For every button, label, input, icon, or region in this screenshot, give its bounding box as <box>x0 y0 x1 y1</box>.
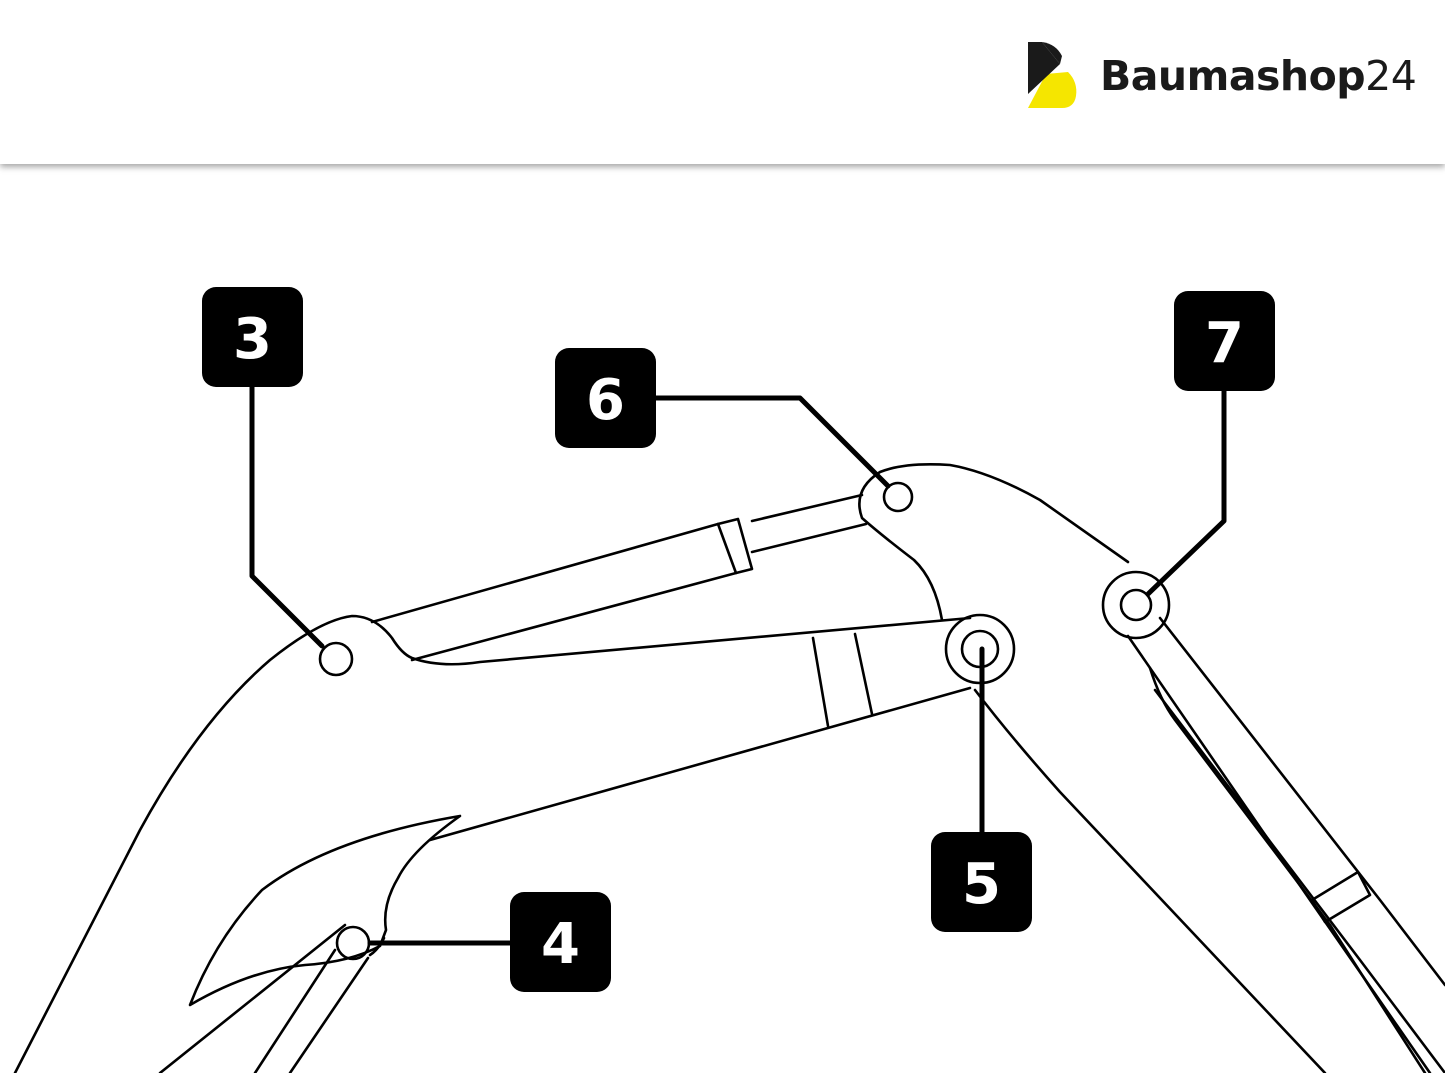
brand-name-number: 24 <box>1365 52 1417 100</box>
callout-5-box <box>931 832 1032 932</box>
boom-cylinder-rod-inner <box>1153 688 1445 1073</box>
header-bar: Baumashop24 <box>0 0 1445 164</box>
stick-outline <box>13 614 972 1073</box>
pivot-3 <box>318 641 354 677</box>
bucket-link-rod-b <box>288 956 370 1073</box>
callout-4-label: 4 <box>541 912 580 977</box>
pivot-4-lug <box>368 936 386 957</box>
stick-cylinder-band-b <box>853 632 874 716</box>
bucket-cylinder-rod-top <box>750 493 864 523</box>
pivot-7-inner <box>1119 588 1153 622</box>
callout-7-box <box>1174 291 1275 391</box>
bucket-cylinder-barrel <box>370 517 754 662</box>
boom-head <box>858 463 1130 622</box>
callout-6: 6 <box>555 348 656 448</box>
callout-7: 7 <box>1174 291 1275 391</box>
leader-line-6 <box>651 395 891 489</box>
bucket-cylinder-collar <box>716 522 738 575</box>
callout-6-box <box>555 348 656 448</box>
boom-cylinder-collar <box>1310 870 1372 924</box>
bucket-cylinder-rod-bottom <box>750 522 868 554</box>
callout-7-label: 7 <box>1205 311 1244 376</box>
stick-lower-edge <box>428 686 972 842</box>
pivot-6 <box>882 481 914 513</box>
callout-5: 5 <box>931 832 1032 932</box>
baumashop-bucket-icon <box>1028 42 1077 108</box>
leader-line-3 <box>249 382 325 649</box>
callout-6-label: 6 <box>586 368 625 433</box>
callout-5-label: 5 <box>962 852 1001 917</box>
callout-3-label: 3 <box>233 307 272 372</box>
leader-line-7 <box>1145 387 1227 597</box>
boom-cylinder-outer <box>1158 616 1445 987</box>
stick-cylinder-band-a <box>811 636 830 728</box>
bucket-hook <box>188 814 462 1007</box>
pivot-7-outer <box>1101 570 1171 640</box>
callout-3-box <box>202 287 303 387</box>
brand-name-bold: Baumashop <box>1100 52 1366 100</box>
callout-4-box <box>510 892 611 992</box>
brand-logo[interactable]: Baumashop24 <box>1022 38 1417 114</box>
pivot-4 <box>335 925 371 961</box>
brand-name: Baumashop24 <box>1100 52 1417 100</box>
bucket-link-rod-a <box>253 948 337 1073</box>
callout-3: 3 <box>202 287 303 387</box>
callout-4: 4 <box>510 892 611 992</box>
bucket-link-rod-left <box>158 923 347 1073</box>
